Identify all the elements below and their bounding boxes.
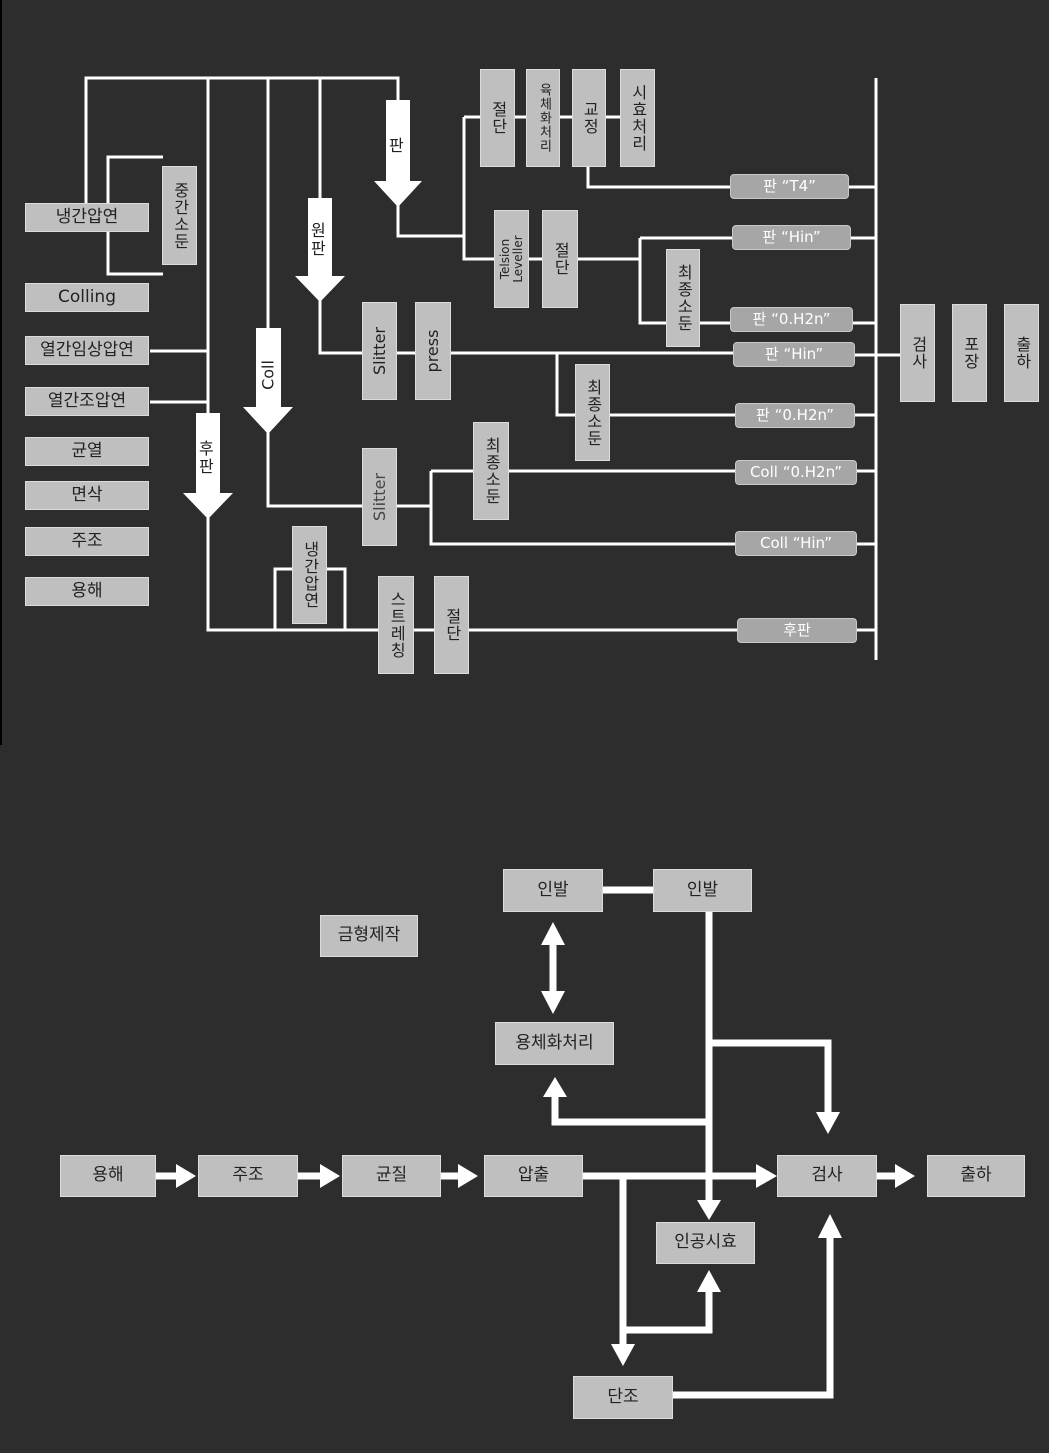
product-box-1: 판 “T4”	[730, 174, 849, 199]
left-box-6: 면삭	[25, 481, 149, 510]
product-box-7: Coll “Hin”	[735, 531, 857, 556]
coll-arrow	[243, 328, 293, 434]
left-box-4: 열간조압연	[25, 387, 149, 416]
press-box: press	[415, 302, 451, 400]
coll-arrow-label: Coll	[258, 360, 278, 390]
bottom-diagram-panel	[0, 745, 1049, 1453]
yongche-hwacheori-box: 용체화처리	[495, 1022, 614, 1065]
wonpan-arrow-label: 원판	[311, 221, 326, 259]
left-box-7: 주조	[25, 527, 149, 556]
product-box-2: 판 “Hin”	[732, 225, 851, 250]
danjo-box: 단조	[573, 1376, 673, 1419]
left-box-5: 균열	[25, 437, 149, 466]
pan-arrow	[374, 100, 422, 207]
jeoldan-box-2: 절단	[542, 210, 578, 308]
jeoldan-box-3: 절단	[434, 576, 469, 674]
yukche-box: 육체화처리	[526, 69, 560, 167]
choejong-sodun-box-2: 최종소둔	[575, 364, 610, 461]
top-connector-lines	[84, 76, 900, 660]
product-box-6: Coll “0.H2n”	[735, 460, 857, 485]
wonpan-arrow	[295, 198, 345, 302]
choejong-sodun-box-1: 최종소둔	[666, 249, 700, 347]
chain-box-4: 압출	[484, 1155, 583, 1197]
tension-leveller-box: Telsion Leveller	[494, 210, 529, 308]
inbal-box-2: 인발	[653, 869, 752, 912]
geomsa-box: 검사	[900, 304, 935, 402]
stretching-box: 스트레칭	[378, 576, 414, 674]
chulha-box-top: 출하	[1004, 304, 1039, 402]
mold-making-box: 금형제작	[320, 915, 418, 957]
chain-box-2: 주조	[198, 1155, 298, 1197]
slitter-box-2: Slitter	[362, 448, 397, 546]
left-box-3: 열간임상압연	[25, 336, 149, 365]
hupan-arrow-label: 후판	[199, 439, 214, 477]
geomsa-box-bottom: 검사	[777, 1155, 877, 1197]
left-box-2: Colling	[25, 283, 149, 312]
chulha-box-bottom: 출하	[927, 1155, 1025, 1197]
top-diagram-panel	[0, 0, 2, 745]
choejong-sodun-box-3: 최종소둔	[473, 422, 509, 520]
inbal-box-1: 인발	[503, 869, 603, 912]
left-box-1: 냉간압연	[25, 203, 149, 232]
pan-arrow-label: 판	[389, 136, 404, 155]
sihyo-box: 시효처리	[620, 69, 655, 167]
hupan-arrow	[183, 413, 233, 519]
chain-box-1: 용해	[60, 1155, 156, 1197]
ingong-sihyo-box: 인공시효	[656, 1222, 755, 1264]
product-box-5: 판 “0.H2n”	[735, 403, 855, 428]
left-box-8: 용해	[25, 577, 149, 606]
chain-box-3: 균질	[342, 1155, 441, 1197]
product-box-8: 후판	[737, 618, 857, 643]
jeoldan-box-1: 절단	[480, 69, 515, 167]
product-box-3: 판 “0.H2n”	[730, 307, 853, 332]
jungan-sodun-box: 중간소둔	[162, 166, 197, 265]
pojang-box: 포장	[952, 304, 987, 402]
gyojeong-box: 교정	[572, 69, 606, 167]
naenggan-apyeon-box: 냉간압연	[292, 526, 327, 624]
slitter-box-1: Slitter	[362, 302, 397, 400]
product-box-4: 판 “Hin”	[733, 342, 855, 367]
